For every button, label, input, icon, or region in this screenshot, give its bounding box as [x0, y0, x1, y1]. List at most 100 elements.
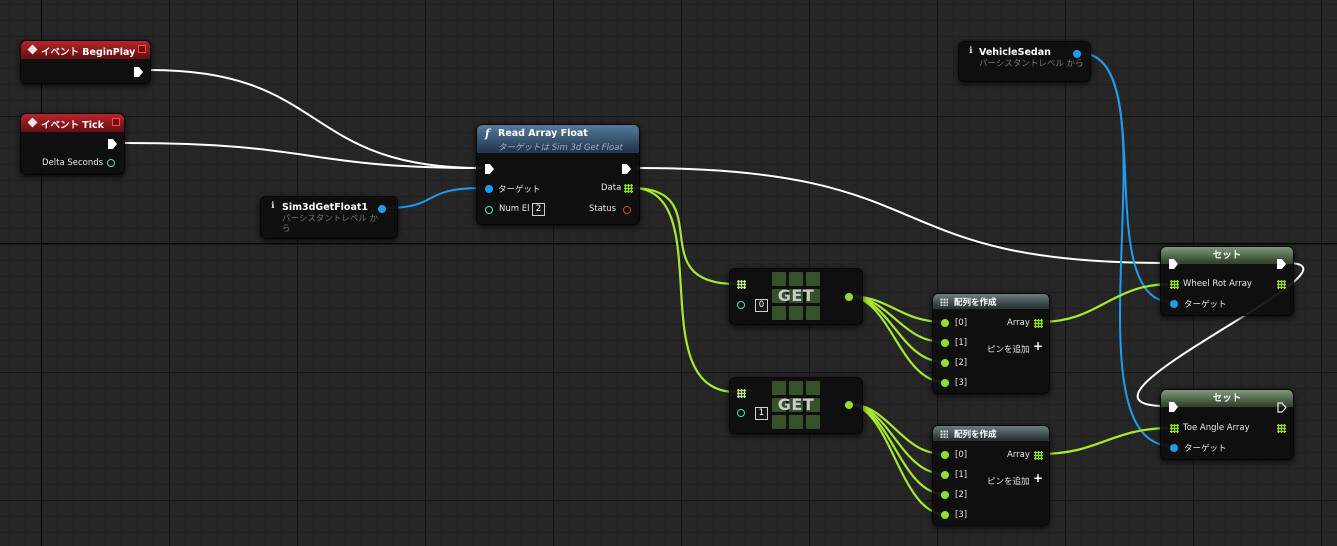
- float-wire-array2-set2: [1038, 426, 1174, 456]
- element-0-label: [0]: [955, 450, 968, 460]
- set-header[interactable]: セット: [1161, 390, 1293, 407]
- index-value-input[interactable]: 0: [755, 299, 768, 312]
- array-grid-icon[interactable]: [1170, 424, 1179, 433]
- info-icon: ℹ: [271, 201, 275, 211]
- vehicle-sedan-name: VehicleSedan: [979, 47, 1051, 58]
- plus-icon[interactable]: +: [1033, 471, 1044, 485]
- object-wire-vehicle-set2: [1079, 52, 1173, 447]
- element-1-label: [1]: [955, 338, 968, 348]
- sim3d-variable-out-pin[interactable]: [378, 205, 386, 213]
- set-wheel-rot-node[interactable]: セット Wheel Rot Array ターゲット: [1160, 246, 1294, 316]
- array-grid-icon[interactable]: [1277, 280, 1286, 289]
- get-label: GET: [777, 286, 815, 305]
- exec-out-pin[interactable]: [108, 139, 117, 149]
- data-label: Data: [601, 183, 622, 193]
- target-label: ターゲット: [498, 185, 541, 195]
- array-grid-icon[interactable]: [1170, 280, 1179, 289]
- wheel-rot-array-label: Wheel Rot Array: [1183, 279, 1252, 289]
- element-2-label: [2]: [955, 490, 968, 500]
- sim3d-variable-subtitle-2: ら: [282, 224, 291, 234]
- vehicle-sedan-variable-node[interactable]: ℹ VehicleSedan パーシスタントレベル から: [958, 41, 1091, 82]
- event-beginplay-node[interactable]: イベント BeginPlay: [20, 40, 151, 84]
- plus-icon[interactable]: +: [1033, 339, 1044, 353]
- exec-wire-tick: [123, 142, 483, 169]
- array-grid-icon[interactable]: [1034, 319, 1043, 328]
- sim3d-variable-name: Sim3dGetFloat1: [282, 202, 369, 213]
- get-label: GET: [777, 395, 815, 414]
- event-beginplay-title: イベント BeginPlay: [41, 47, 136, 58]
- status-out-pin[interactable]: [623, 206, 631, 214]
- array-grid-icon[interactable]: [1277, 424, 1286, 433]
- exec-out-pin[interactable]: [134, 67, 143, 77]
- add-pin-label[interactable]: ピンを追加: [987, 345, 1030, 355]
- numel-label: Num El: [499, 204, 530, 214]
- array-label: Array: [1007, 450, 1030, 460]
- element-2-pin[interactable]: [941, 491, 949, 499]
- exec-wire-read-to-set1: [637, 167, 1167, 264]
- array-grid-icon: [940, 298, 948, 306]
- target-label: ターゲット: [1184, 444, 1227, 454]
- array-grid-icon[interactable]: [737, 280, 746, 289]
- get-node-2[interactable]: 1 GET: [729, 377, 863, 434]
- element-1-pin[interactable]: [941, 471, 949, 479]
- vehicle-sedan-subtitle: パーシスタントレベル から: [979, 59, 1084, 69]
- array-grid-icon[interactable]: [624, 184, 633, 193]
- info-icon: ℹ: [969, 46, 973, 56]
- get-out-pin[interactable]: [845, 293, 853, 301]
- float-wire-array1-set1: [1038, 282, 1174, 324]
- get-out-pin[interactable]: [845, 401, 853, 409]
- target-in-pin[interactable]: [485, 185, 493, 193]
- read-array-float-subtitle: ターゲットは Sim 3d Get Float: [498, 143, 623, 153]
- exec-in-pin[interactable]: [1169, 402, 1178, 412]
- exec-out-pin[interactable]: [1277, 402, 1287, 413]
- numel-in-pin[interactable]: [485, 206, 493, 214]
- float-wire-data-get1: [630, 186, 738, 286]
- event-marker-icon: [138, 45, 146, 53]
- sim3d-variable-node[interactable]: ℹ Sim3dGetFloat1 パーシスタントレベル か ら: [260, 196, 398, 239]
- target-in-pin[interactable]: [1170, 300, 1178, 308]
- element-1-label: [1]: [955, 470, 968, 480]
- get-icon-grid: [772, 272, 820, 321]
- index-value-input[interactable]: 1: [755, 407, 768, 420]
- get-node-1[interactable]: 0 GET: [729, 268, 863, 325]
- make-array-header[interactable]: 配列を作成: [933, 426, 1049, 441]
- exec-in-pin[interactable]: [485, 164, 494, 174]
- element-0-label: [0]: [955, 318, 968, 328]
- array-grid-icon[interactable]: [737, 389, 746, 398]
- float-wire-data-get2: [630, 186, 738, 394]
- exec-wire-beginplay: [149, 69, 483, 169]
- make-array-node-1[interactable]: 配列を作成 [0] Array [1] ピンを追加 + [2] [3]: [932, 293, 1050, 394]
- element-3-pin[interactable]: [941, 511, 949, 519]
- add-pin-label[interactable]: ピンを追加: [987, 477, 1030, 487]
- element-3-pin[interactable]: [941, 379, 949, 387]
- read-array-float-header[interactable]: f Read Array Float ターゲットは Sim 3d Get Flo…: [477, 125, 639, 153]
- element-1-pin[interactable]: [941, 339, 949, 347]
- target-in-pin[interactable]: [1170, 444, 1178, 452]
- exec-in-pin[interactable]: [1169, 259, 1178, 269]
- event-tick-node[interactable]: イベント Tick Delta Seconds: [20, 113, 125, 175]
- array-grid-icon[interactable]: [1034, 451, 1043, 460]
- element-0-pin[interactable]: [941, 319, 949, 327]
- element-2-pin[interactable]: [941, 359, 949, 367]
- vehicle-sedan-out-pin[interactable]: [1073, 50, 1081, 58]
- index-in-pin[interactable]: [737, 409, 745, 417]
- element-0-pin[interactable]: [941, 451, 949, 459]
- set-header[interactable]: セット: [1161, 247, 1293, 264]
- set-toe-angle-node[interactable]: セット Toe Angle Array ターゲット: [1160, 389, 1294, 460]
- numel-value-input[interactable]: 2: [532, 203, 545, 216]
- event-tick-header[interactable]: イベント Tick: [21, 114, 124, 132]
- index-in-pin[interactable]: [737, 301, 745, 309]
- make-array-header[interactable]: 配列を作成: [933, 294, 1049, 309]
- object-wire-vehicle-set1: [1079, 52, 1173, 303]
- exec-out-pin[interactable]: [622, 164, 631, 174]
- array-label: Array: [1007, 318, 1030, 328]
- event-tick-title: イベント Tick: [41, 120, 104, 131]
- exec-out-pin[interactable]: [1277, 259, 1286, 269]
- element-3-label: [3]: [955, 378, 968, 388]
- delta-seconds-pin[interactable]: [107, 159, 115, 167]
- read-array-float-node[interactable]: f Read Array Float ターゲットは Sim 3d Get Flo…: [476, 124, 640, 225]
- make-array-node-2[interactable]: 配列を作成 [0] Array [1] ピンを追加 + [2] [3]: [932, 425, 1050, 526]
- function-icon: f: [485, 127, 490, 140]
- event-beginplay-header[interactable]: イベント BeginPlay: [21, 41, 150, 59]
- element-2-label: [2]: [955, 358, 968, 368]
